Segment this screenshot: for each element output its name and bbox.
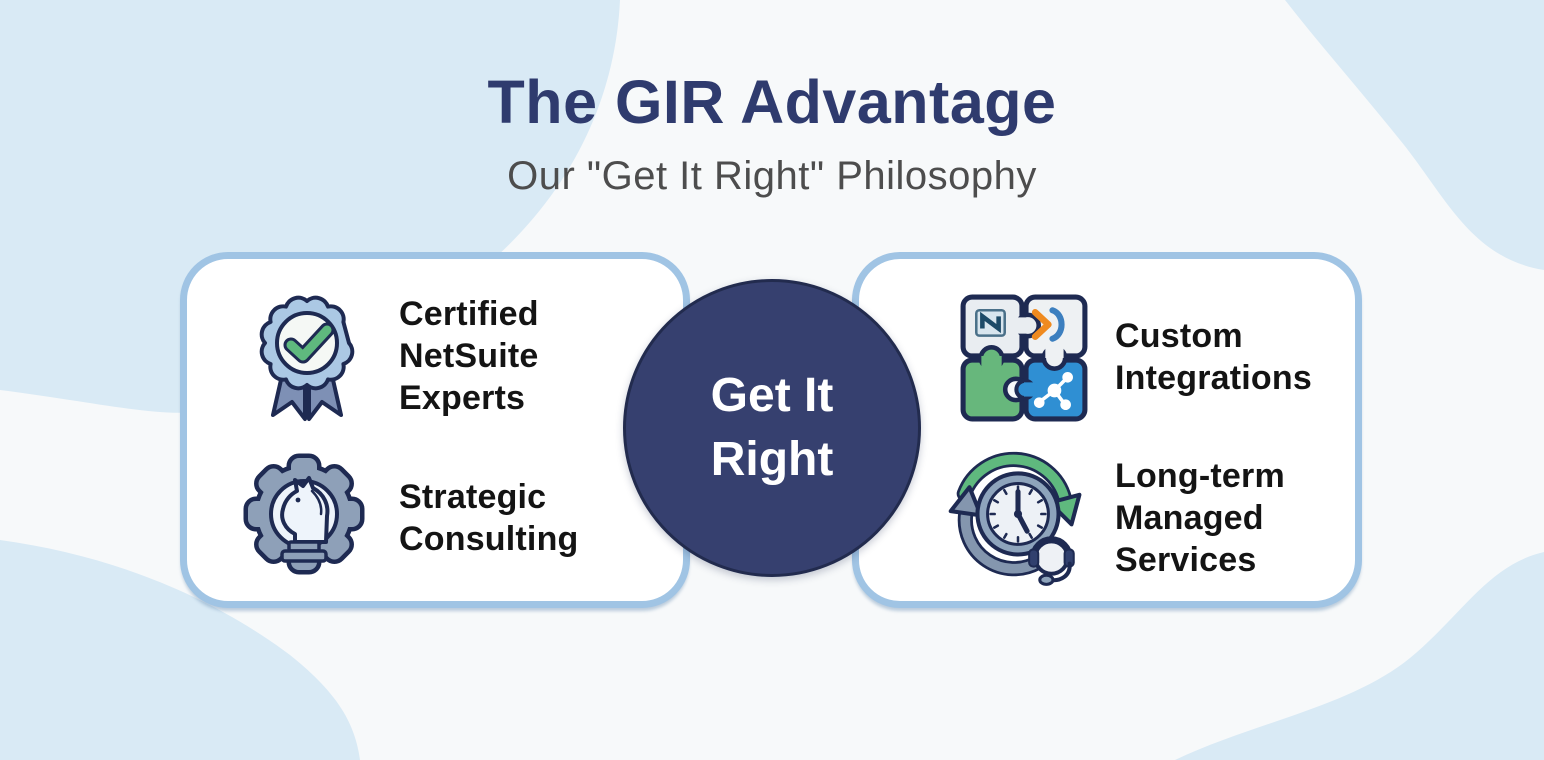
get-it-right-badge: Get It Right: [623, 279, 921, 577]
feature-label-long-term-managed-services: Long-term Managed Services: [1115, 455, 1285, 581]
page-subtitle: Our "Get It Right" Philosophy: [507, 154, 1037, 198]
feature-label-line: Consulting: [399, 520, 579, 559]
feature-label-strategic-consulting: Strategic Consulting: [399, 476, 579, 560]
blob-top-right: [1285, 0, 1544, 270]
boomi-logo-mark: [1031, 307, 1065, 342]
feature-label-line: NetSuite: [399, 337, 539, 376]
feature-label-line: Strategic: [399, 478, 547, 516]
blob-bottom-left: [0, 540, 360, 760]
feature-label-line: Certified: [399, 295, 539, 333]
gear-knight-icon: [243, 453, 365, 575]
badge-line: Get It: [710, 368, 834, 422]
left-advantages-card: Certified NetSuite Experts: [180, 252, 690, 608]
feature-label-line: Integrations: [1115, 359, 1312, 398]
page-title: The GIR Advantage: [487, 68, 1057, 136]
feature-label-line: Experts: [399, 379, 526, 418]
feature-label-certified-netsuite-experts: Certified NetSuite Experts: [399, 293, 539, 419]
badge-line: Right: [710, 433, 834, 486]
feature-label-custom-integrations: Custom Integrations: [1115, 315, 1312, 399]
blob-top-left: [0, 0, 620, 413]
right-advantages-card: Custom Integrations: [852, 252, 1362, 608]
certified-badge-icon: [259, 295, 355, 421]
feature-label-line: Managed: [1115, 499, 1264, 538]
hubspot-logo-mark: [1033, 371, 1073, 411]
blob-bottom-right: [1175, 552, 1544, 760]
feature-label-line: Custom: [1115, 317, 1243, 355]
feature-label-line: Long-term: [1115, 457, 1285, 495]
feature-label-line: Services: [1115, 541, 1257, 580]
clock-headset-icon: [948, 451, 1082, 586]
puzzle-integrations-icon: [960, 294, 1088, 422]
